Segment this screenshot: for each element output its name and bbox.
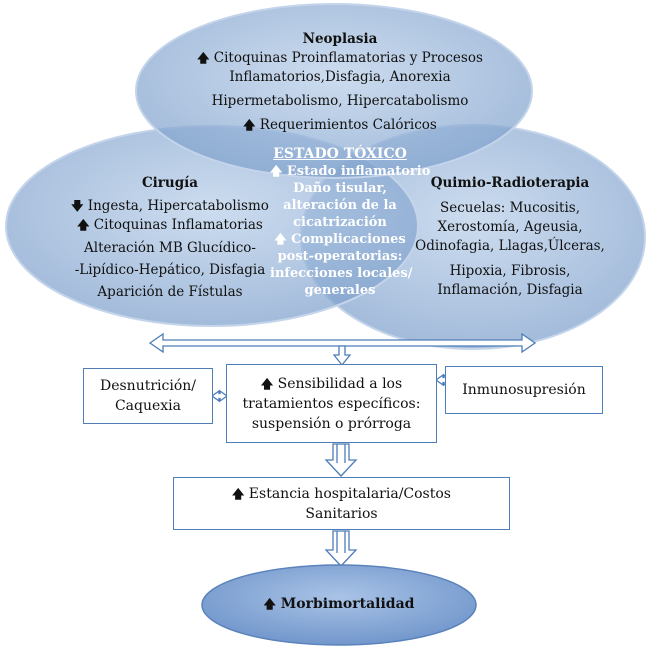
morbimortalidad-label: 🡅 Morbimortalidad xyxy=(263,596,415,612)
sensibilidad-line-3: suspensión o prórroga xyxy=(251,415,412,432)
cirugia-line-4: -Lipídico-Hepático, Disfagia xyxy=(74,262,266,278)
estancia-line-2: Sanitarios xyxy=(305,505,378,522)
box-desnutricion: Desnutrición/ Caquexia xyxy=(83,368,213,424)
up-arrow-icon: 🡅 xyxy=(197,51,210,65)
estado-line-4: cicatrización xyxy=(293,215,387,230)
box-inmunosupresion: Inmunosupresión xyxy=(445,366,603,414)
quimio-title: Quimio-Radioterapia xyxy=(430,175,590,191)
neoplasia-group: Neoplasia 🡅 Citoquinas Proinflamatorias … xyxy=(150,30,530,135)
double-arrow-left-right-1 xyxy=(210,389,229,403)
quimio-line-5: Inflamación, Disfagia xyxy=(437,282,583,298)
estado-line-6: post-operatorias: xyxy=(277,249,403,264)
quimio-line-3: Odinofagia, Llagas,Úlceras, xyxy=(415,238,605,254)
estancia-line-1: 🡅 Estancia hospitalaria/Costos xyxy=(232,485,451,502)
sensibilidad-line-2: tratamientos específicos: xyxy=(242,395,421,412)
up-arrow-icon: 🡅 xyxy=(243,118,256,132)
estado-line-7: infecciones locales/ xyxy=(270,266,413,281)
quimio-line-2: Xerostomía, Ageusia, xyxy=(437,219,583,235)
estado-line-2: Daño tisular, xyxy=(293,181,387,196)
ellipse-morbimortalidad xyxy=(201,564,477,646)
cirugia-title: Cirugía xyxy=(141,175,199,191)
up-arrow-icon: 🡅 xyxy=(232,486,245,501)
estado-line-1: 🡅 Estado inflamatorio xyxy=(270,164,431,179)
cirugia-group: Cirugía 🡇 Ingesta, Hipercatabolismo 🡅 Ci… xyxy=(60,174,280,302)
cirugia-line-3: Alteración MB Glucídico- xyxy=(84,240,256,256)
cirugia-line-1: 🡇 Ingesta, Hipercatabolismo xyxy=(71,198,269,214)
down-arrow-icon: 🡇 xyxy=(71,199,84,213)
desnutricion-line-2: Caquexia xyxy=(114,398,182,414)
neoplasia-line-3: Hipermetabolismo, Hipercatabolismo xyxy=(211,93,469,109)
estado-line-5: 🡅 Complicaciones xyxy=(274,232,406,247)
double-arrow-down-3 xyxy=(324,530,358,567)
neoplasia-line-4: 🡅 Requerimientos Calóricos xyxy=(243,117,437,133)
sensibilidad-line-1: 🡅 Sensibilidad a los xyxy=(260,375,403,392)
up-arrow-icon: 🡅 xyxy=(270,164,283,178)
estado-line-8: generales xyxy=(304,283,376,298)
quimio-line-1: Secuelas: Mucositis, xyxy=(439,200,581,216)
quimio-group: Quimio-Radioterapia Secuelas: Mucositis,… xyxy=(410,174,610,300)
cirugia-line-2: 🡅 Citoquinas Inflamatorias xyxy=(77,217,263,233)
desnutricion-line-1: Desnutrición/ xyxy=(99,378,196,394)
quimio-line-4: Hipoxia, Fibrosis, xyxy=(449,263,571,279)
box-sensibilidad: 🡅 Sensibilidad a los tratamientos especí… xyxy=(226,364,437,443)
up-arrow-icon: 🡅 xyxy=(77,218,90,232)
neoplasia-title: Neoplasia xyxy=(302,31,378,47)
neoplasia-line-1: 🡅 Citoquinas Proinflamatorias y Procesos xyxy=(197,50,483,66)
inmuno-line-1: Inmunosupresión xyxy=(462,382,586,398)
neoplasia-line-2: Inflamatorios,Disfagia, Anorexia xyxy=(229,69,451,85)
double-arrow-down-2 xyxy=(324,443,358,477)
estado-toxico-group: ESTADO TÓXICO 🡅 Estado inflamatorio Daño… xyxy=(270,146,431,299)
box-estancia: 🡅 Estancia hospitalaria/Costos Sanitario… xyxy=(173,477,510,530)
up-arrow-icon: 🡅 xyxy=(260,376,274,391)
ellipse-neoplasia xyxy=(135,3,533,179)
up-arrow-icon: 🡅 xyxy=(274,232,287,246)
cirugia-line-5: Aparición de Fístulas xyxy=(97,284,243,300)
double-arrow-horizontal xyxy=(148,332,537,354)
up-arrow-icon: 🡅 xyxy=(263,597,276,611)
estado-line-3: alteración de la xyxy=(283,198,397,213)
double-arrow-down-1 xyxy=(332,345,352,367)
estado-toxico-title: ESTADO TÓXICO xyxy=(273,146,407,162)
